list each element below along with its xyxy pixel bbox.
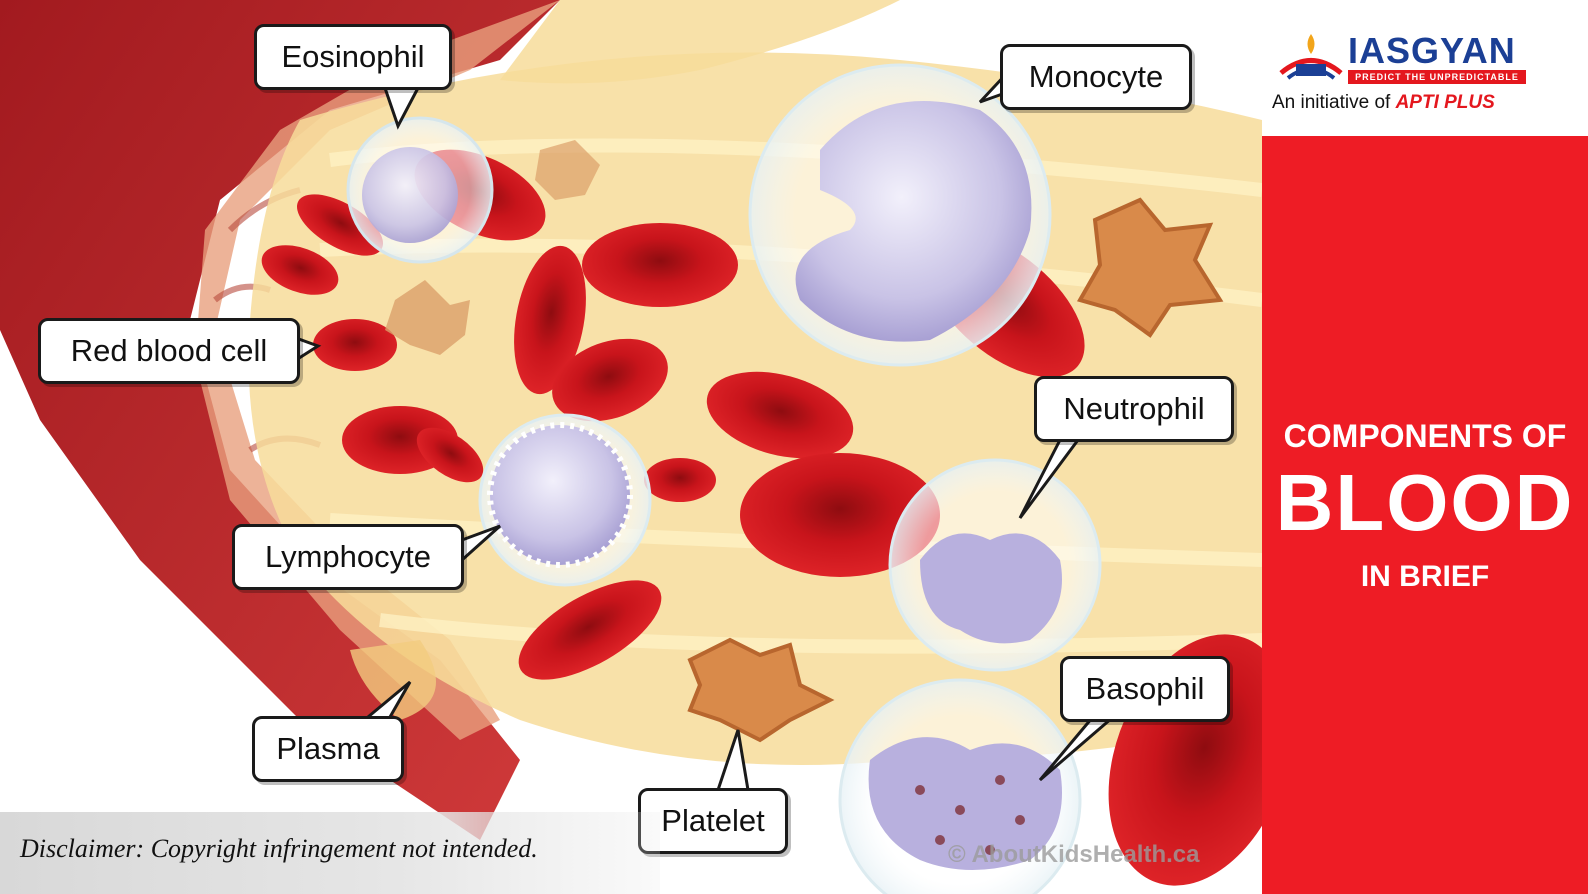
- platelet: [385, 280, 470, 355]
- logo-initiative: An initiative of APTI PLUS: [1272, 92, 1495, 114]
- logo-brand: IASGYAN: [1348, 30, 1516, 71]
- plasma-top-flow: [500, 0, 900, 84]
- callout-pointers: [295, 70, 1113, 791]
- eosinophil-label: Eosinophil: [254, 24, 452, 90]
- plasma-pointer: [367, 680, 412, 719]
- blood-vessel-illustration: © AboutKidsHealth.ca: [0, 0, 1262, 894]
- rbc: [644, 458, 716, 502]
- disclaimer-banner: Disclaimer: Copyright infringement not i…: [0, 812, 660, 894]
- red-blood-cell-label: Red blood cell: [38, 318, 300, 384]
- initiative-prefix: An initiative of: [1272, 92, 1396, 113]
- iasgyan-logo-icon: [1279, 34, 1343, 80]
- plasma-label: Plasma: [252, 716, 404, 782]
- platelets: [385, 140, 1224, 743]
- logo-area: IASGYAN PREDICT THE UNPREDICTABLE An ini…: [1262, 0, 1588, 136]
- platelet: [687, 637, 835, 743]
- red-blood-cell-pointer: [295, 336, 322, 362]
- disclaimer-text: Disclaimer: Copyright infringement not i…: [20, 834, 538, 863]
- eosinophil-cell: [362, 147, 458, 243]
- platelet: [535, 140, 600, 200]
- neutrophil-label: Neutrophil: [1034, 376, 1234, 442]
- neutrophil-pointer: [1018, 439, 1080, 519]
- basophil-label: Basophil: [1060, 656, 1230, 722]
- plasma-fold: [350, 640, 436, 720]
- title-line-1: COMPONENTS OF: [1283, 418, 1567, 454]
- initiative-brand: APTI PLUS: [1395, 92, 1495, 113]
- vessel-wall: [0, 0, 560, 840]
- title-line-2: BLOOD: [1275, 458, 1575, 547]
- platelet-label: Platelet: [638, 788, 788, 854]
- plasma-streaks: [319, 138, 1262, 654]
- basophil-pointer: [1038, 716, 1113, 782]
- platelet: [1076, 197, 1224, 338]
- logo-tagline: PREDICT THE UNPREDICTABLE: [1348, 70, 1526, 84]
- rbc: [416, 427, 484, 483]
- monocyte-label: Monocyte: [1000, 44, 1192, 110]
- lymphocyte-label: Lymphocyte: [232, 524, 464, 590]
- title-line-3: IN BRIEF: [1360, 560, 1490, 593]
- eosinophil-pointer: [383, 87, 420, 130]
- basophil-granules: [915, 775, 1025, 855]
- title-sidebar: COMPONENTS OF BLOOD IN BRIEF: [1262, 136, 1588, 894]
- rbc: [297, 194, 383, 256]
- basophil-nucleus: [868, 737, 1062, 870]
- rbc: [518, 580, 662, 680]
- rbc: [582, 223, 738, 307]
- vessel-texture: [213, 187, 322, 453]
- neutrophil-nucleus: [920, 533, 1062, 644]
- watermark: © AboutKidsHealth.ca: [948, 841, 1200, 868]
- rbc: [740, 453, 940, 577]
- rbc: [552, 338, 668, 422]
- monocyte-cell: [795, 101, 1032, 342]
- rbc: [313, 319, 397, 371]
- lymphocyte-pointer: [460, 524, 502, 562]
- lymphocyte-cell: [487, 422, 633, 568]
- rbc: [514, 245, 586, 395]
- rbc: [261, 245, 339, 295]
- rbc: [706, 371, 854, 459]
- platelet-pointer: [716, 729, 750, 791]
